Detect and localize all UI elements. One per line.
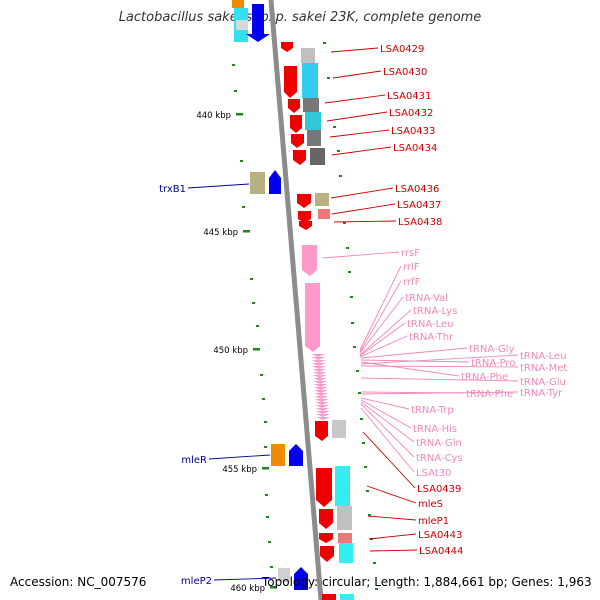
feature-label: tRNA-Pro bbox=[471, 358, 515, 369]
feature-label: tRNA-Phe bbox=[461, 372, 508, 383]
feature-label: rrsF bbox=[401, 248, 420, 259]
label-leader-line bbox=[368, 533, 417, 540]
feature-label: LSA0439 bbox=[417, 484, 461, 495]
feature-label: LSA0429 bbox=[380, 44, 424, 55]
scale-tick-mark bbox=[253, 348, 260, 351]
label-leader-line bbox=[360, 361, 460, 377]
feature-label: tRNA-Met bbox=[520, 363, 567, 374]
scale-tick-mark bbox=[270, 586, 277, 589]
scale-tick-label: 455 kbp bbox=[222, 465, 257, 475]
label-leader-line bbox=[360, 401, 415, 443]
label-leader-line bbox=[360, 391, 519, 395]
label-leader-line bbox=[359, 322, 406, 357]
label-leader-line bbox=[360, 354, 519, 365]
left-label-group: trxB1 mleR mleP2 bbox=[159, 183, 277, 587]
feature-label: LSA0436 bbox=[395, 184, 439, 195]
topology-text: Topology: circular; Length: 1,884,661 bp… bbox=[262, 575, 592, 589]
label-leader-line bbox=[213, 577, 277, 581]
feature-label: LSA0432 bbox=[389, 108, 433, 119]
feature-label: mleP2 bbox=[181, 576, 212, 587]
feature-label: LSA0434 bbox=[393, 143, 437, 154]
label-leader-line bbox=[362, 431, 416, 489]
label-leader-line bbox=[360, 377, 519, 382]
feature-label: tRNA-Glu bbox=[520, 377, 566, 388]
label-leader-line bbox=[331, 203, 396, 215]
feature-label: trxB1 bbox=[159, 184, 186, 195]
top-feature-cluster bbox=[232, 0, 270, 42]
label-leader-line bbox=[367, 515, 417, 521]
scale-tick-mark bbox=[243, 230, 250, 233]
feature-label: LSA0437 bbox=[397, 200, 441, 211]
feature-label: LSA0443 bbox=[418, 530, 462, 541]
scale-tick-mark bbox=[262, 467, 269, 470]
feature-label: tRNA-Gln bbox=[416, 438, 462, 449]
label-leader-line bbox=[366, 485, 417, 504]
label-leader-line bbox=[359, 280, 402, 353]
feature-label: LSA0444 bbox=[419, 546, 463, 557]
label-leader-line bbox=[332, 70, 382, 79]
feature-label: tRNA-Val bbox=[405, 293, 448, 304]
label-leader-line bbox=[360, 407, 415, 473]
label-leader-line bbox=[359, 296, 404, 354]
label-leader-line bbox=[359, 335, 408, 358]
label-leader-line bbox=[331, 146, 392, 156]
label-leader-line bbox=[360, 403, 415, 458]
label-leader-line bbox=[330, 47, 379, 53]
label-leader-line bbox=[369, 549, 418, 552]
label-leader-line bbox=[360, 399, 412, 429]
feature-label: mleS bbox=[418, 499, 443, 510]
feature-label: tRNA-Gly bbox=[469, 344, 514, 355]
label-leader-line bbox=[333, 220, 397, 223]
feature-label: LSA0430 bbox=[383, 67, 427, 78]
label-leader-line bbox=[324, 94, 386, 104]
feature-label: tRNA-Leu bbox=[407, 319, 453, 330]
feature-label: tRNA-Lys bbox=[413, 306, 457, 317]
label-leader-line bbox=[330, 187, 394, 199]
gene-boxes-strand-b bbox=[301, 48, 354, 600]
feature-label: LSA0431 bbox=[387, 91, 431, 102]
trna-cluster bbox=[311, 354, 331, 420]
label-leader-line bbox=[360, 347, 468, 359]
label-leader-line bbox=[187, 183, 250, 189]
feature-label: LSA0433 bbox=[391, 126, 435, 137]
label-leader-line bbox=[322, 251, 400, 259]
scale-ticks: 440 kbp 445 kbp 450 kbp 455 kbp 460 kbp bbox=[196, 111, 277, 594]
feature-label: LSA0438 bbox=[398, 217, 442, 228]
feature-label: mleR bbox=[181, 455, 207, 466]
scale-tick-label: 450 kbp bbox=[213, 346, 248, 356]
right-label-group: LSA0429LSA0430LSA0431LSA0432LSA0433LSA04… bbox=[322, 44, 567, 557]
feature-label: tRNA-Tyr bbox=[520, 388, 563, 399]
genome-backbone bbox=[268, 0, 324, 600]
feature-label: tRNA-Phe bbox=[466, 389, 513, 400]
gene-arrows-strand-a bbox=[281, 42, 336, 600]
scale-tick-mark bbox=[236, 113, 243, 116]
feature-label: tRNA-Trp bbox=[411, 405, 454, 416]
feature-label: tRNA-Leu bbox=[520, 351, 566, 362]
feature-label: mleP1 bbox=[418, 516, 449, 527]
label-leader-line bbox=[360, 397, 410, 410]
label-leader-line bbox=[359, 309, 412, 356]
label-leader-line bbox=[326, 111, 388, 122]
feature-label: tRNA-Thr bbox=[409, 332, 454, 343]
feature-label: tRNA-Cys bbox=[416, 453, 463, 464]
label-leader-line bbox=[360, 365, 519, 368]
left-side-features bbox=[250, 170, 308, 590]
feature-label: rrlF bbox=[403, 262, 420, 273]
scale-tick-label: 460 kbp bbox=[230, 584, 265, 594]
accession-text: Accession: NC_007576 bbox=[10, 575, 147, 589]
rrna-features bbox=[302, 245, 320, 352]
genome-title: Lactobacillus sakei subsp. sakei 23K, co… bbox=[118, 10, 482, 25]
scale-tick-label: 440 kbp bbox=[196, 111, 231, 121]
label-leader-line bbox=[208, 454, 271, 460]
feature-label: LSAt30 bbox=[416, 468, 451, 479]
scale-tick-label: 445 kbp bbox=[203, 228, 238, 238]
label-leader-line bbox=[329, 129, 390, 138]
feature-label: tRNA-His bbox=[413, 424, 457, 435]
feature-label: rrfF bbox=[403, 277, 421, 288]
label-leader-line bbox=[359, 265, 402, 351]
